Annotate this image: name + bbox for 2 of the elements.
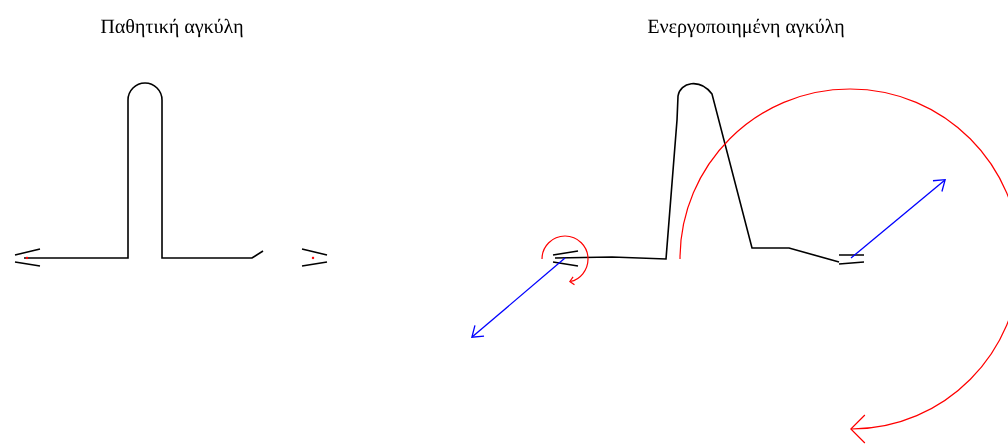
title: Ενεργοποιημένη αγκύλη: [647, 18, 844, 38]
title: Παθητική αγκύλη: [101, 18, 243, 38]
